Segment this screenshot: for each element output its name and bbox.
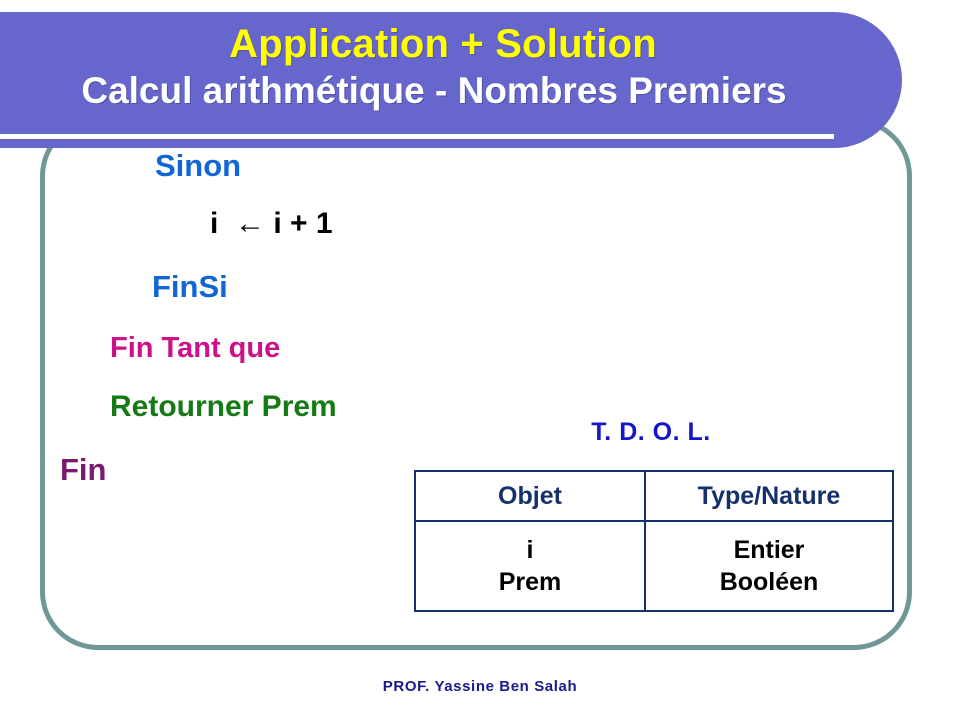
- table-cell-objet: i Prem: [414, 520, 646, 612]
- table-row: i Prem Entier Booléen: [414, 520, 894, 612]
- code-line-sinon: Sinon: [155, 148, 242, 183]
- code-line-fin: Fin: [60, 452, 107, 487]
- table-cell-objet-line-1: i: [526, 536, 534, 564]
- tdol-title: T. D. O. L.: [591, 418, 711, 446]
- code-line-fin-tant-que: Fin Tant que: [110, 332, 281, 364]
- table-cell-type-line-2: Booléen: [719, 568, 819, 596]
- header-banner: Application + Solution Calcul arithmétiq…: [0, 12, 902, 148]
- header-underline-rule: [0, 134, 834, 139]
- table-header-objet: Objet: [414, 470, 646, 522]
- header-title-secondary: Calcul arithmétique - Nombres Premiers: [81, 70, 787, 111]
- table-cell-type: Entier Booléen: [644, 520, 894, 612]
- table-header-row: Objet Type/Nature: [414, 470, 894, 522]
- header-title-primary: Application + Solution: [229, 22, 657, 66]
- tdol-table: Objet Type/Nature i Prem Entier Booléen: [414, 470, 894, 612]
- footer-credit: PROF. Yassine Ben Salah: [382, 678, 578, 695]
- algorithm-code-block: Sinon i ← i + 1 FinSi Fin Tant que Retou…: [0, 140, 470, 485]
- table-header-type-nature: Type/Nature: [644, 470, 894, 522]
- table-cell-type-line-1: Entier: [733, 536, 805, 564]
- code-line-increment: i ← i + 1: [210, 207, 333, 240]
- table-cell-objet-line-2: Prem: [498, 568, 562, 596]
- code-line-retourner-prem: Retourner Prem: [110, 390, 337, 423]
- code-line-finsi: FinSi: [152, 269, 228, 304]
